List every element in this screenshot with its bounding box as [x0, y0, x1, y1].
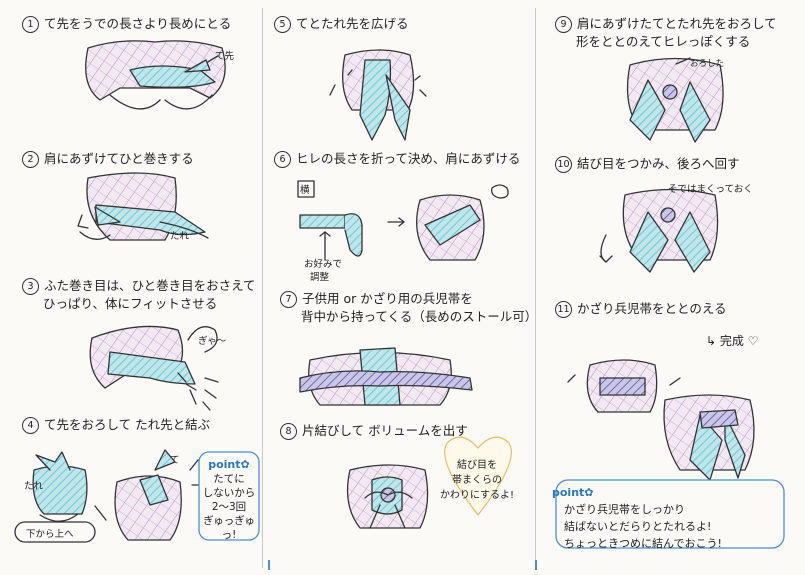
heart-note: 結び目を 帯まくらの かわりにするよ! — [437, 458, 517, 503]
step-4-illustration — [32, 449, 201, 541]
label-te-4: て — [170, 455, 180, 466]
step-11-illustration — [567, 359, 755, 481]
column-divider-right — [535, 8, 536, 568]
label-kansei: ↳ 完成 ♡ — [706, 334, 759, 348]
step-3-illustration — [89, 325, 219, 411]
step-text: てとたれ先を広げる — [296, 16, 409, 31]
step-number: 5 — [274, 16, 291, 33]
step-4-bubble — [14, 521, 96, 543]
step-6-illustration — [297, 180, 509, 261]
step-7-illustration — [299, 347, 473, 406]
step-text: 肩にあずけてひと巻きする — [44, 151, 194, 166]
heart-line: 帯まくらの — [452, 475, 502, 486]
column-divider-left — [262, 8, 263, 568]
label-sode: そではまくっておく — [668, 184, 753, 195]
tip-heading: point✿ — [208, 458, 250, 471]
step-5-caption: 5 てとたれ先を広げる — [274, 15, 409, 33]
heart-line: かわりにするよ! — [439, 490, 515, 501]
step-text: て先をうでの長さより長めにとる — [44, 16, 232, 31]
step-6-caption: 6 ヒレの長さを折って決め、肩にあずける — [274, 150, 520, 168]
step-4-caption: 4 て先をおろして たれ先と結ぶ — [22, 416, 210, 434]
tip-line: 2〜3回 — [211, 501, 247, 513]
step-number: 11 — [555, 301, 572, 318]
step-text: かざり兵児帯をととのえる — [577, 301, 727, 316]
final-tip-box — [555, 479, 785, 549]
step-1-illustration — [85, 40, 226, 110]
step-number: 4 — [22, 417, 39, 434]
step-number: 3 — [22, 278, 39, 295]
step-number: 1 — [22, 16, 39, 33]
label-tesaki: て先 — [215, 51, 235, 62]
bottom-tick — [535, 560, 537, 570]
final-tip-line: 結ばないとだらりとたれるよ! — [564, 520, 712, 533]
step-number: 2 — [22, 151, 39, 168]
step-10-illustration — [599, 188, 719, 273]
step-4-tip-box — [198, 451, 260, 541]
step-text: て先をおろして たれ先と結ぶ — [44, 417, 211, 432]
tip-line: たてに — [213, 473, 245, 485]
label-oroshita: おろした — [690, 59, 725, 69]
label-gyaa: ぎゃ〜 — [198, 336, 227, 347]
step-8-illustration — [346, 464, 429, 529]
step-text-line2: 背中から持ってくる（長めのストール可） — [301, 309, 538, 324]
step-text: 結び目をつかみ、後ろへ回す — [577, 156, 740, 171]
step-7-caption: 7 子供用 or かざり用の兵児帯を 背中から持ってくる（長めのストール可） — [280, 290, 537, 325]
step-5-illustration — [329, 49, 427, 141]
label-tare: たれ — [170, 231, 190, 242]
step-2-caption: 2 肩にあずけてひと巻きする — [22, 150, 194, 168]
step-1-caption: 1 て先をうでの長さより長めにとる — [22, 15, 231, 33]
label-chousei: 調整 — [310, 272, 330, 283]
step-9-illustration — [626, 57, 724, 143]
step-number: 10 — [555, 156, 572, 173]
bottom-tick — [268, 560, 270, 570]
label-okonomi: お好みで — [304, 259, 343, 270]
step-number: 6 — [274, 151, 291, 168]
step-4-tip: point✿ たてに しないから 2〜3回 ぎゅっぎゅっ! — [200, 458, 258, 542]
label-yoko: 横 — [300, 185, 310, 196]
tip-line: しないから — [202, 487, 256, 499]
step-text: ヒレの長さを折って決め、肩にあずける — [296, 151, 521, 166]
step-8-caption: 8 片結びして ボリュームを出す — [280, 422, 468, 440]
heart-line: 結び目を — [457, 460, 497, 471]
label-shita-kara-ue: 下から上へ — [26, 529, 74, 540]
label-tare-4: たれ — [24, 481, 44, 492]
heart-shape — [444, 436, 512, 516]
step-text-line2: ひっぱり、体にフィットさせる — [43, 296, 218, 311]
tip-line: ぎゅっぎゅっ! — [203, 515, 255, 541]
step-3-caption: 3 ふた巻き目は、ひと巻き目をおさえて ひっぱり、体にフィットさせる — [22, 277, 256, 312]
step-number: 9 — [555, 16, 572, 33]
step-2-illustration — [77, 172, 209, 241]
step-text-line2: 形をととのえてヒレっぽくする — [576, 34, 751, 49]
step-text: 肩にあずけたてとたれ先をおろして — [577, 16, 777, 31]
step-11-caption: 11 かざり兵児帯をととのえる — [555, 300, 727, 318]
final-tip-line: かざり兵児帯をしっかり — [564, 503, 685, 516]
step-number: 8 — [280, 423, 297, 440]
final-tip: point✿ かざり兵児帯をしっかり 結ばないとだらりとたれるよ! ちょっときつ… — [552, 484, 792, 552]
step-number: 7 — [280, 291, 297, 308]
final-tip-line: ちょっときつめに結んでおこう! — [564, 537, 722, 550]
step-text: 子供用 or かざり用の兵児帯を — [302, 291, 473, 306]
final-tip-heading: point✿ — [552, 486, 594, 499]
step-9-caption: 9 肩にあずけたてとたれ先をおろして 形をととのえてヒレっぽくする — [555, 15, 777, 50]
step-text: ふた巻き目は、ひと巻き目をおさえて — [44, 278, 256, 293]
step-text: 片結びして ボリュームを出す — [302, 423, 468, 438]
step-10-caption: 10 結び目をつかみ、後ろへ回す — [555, 155, 740, 173]
